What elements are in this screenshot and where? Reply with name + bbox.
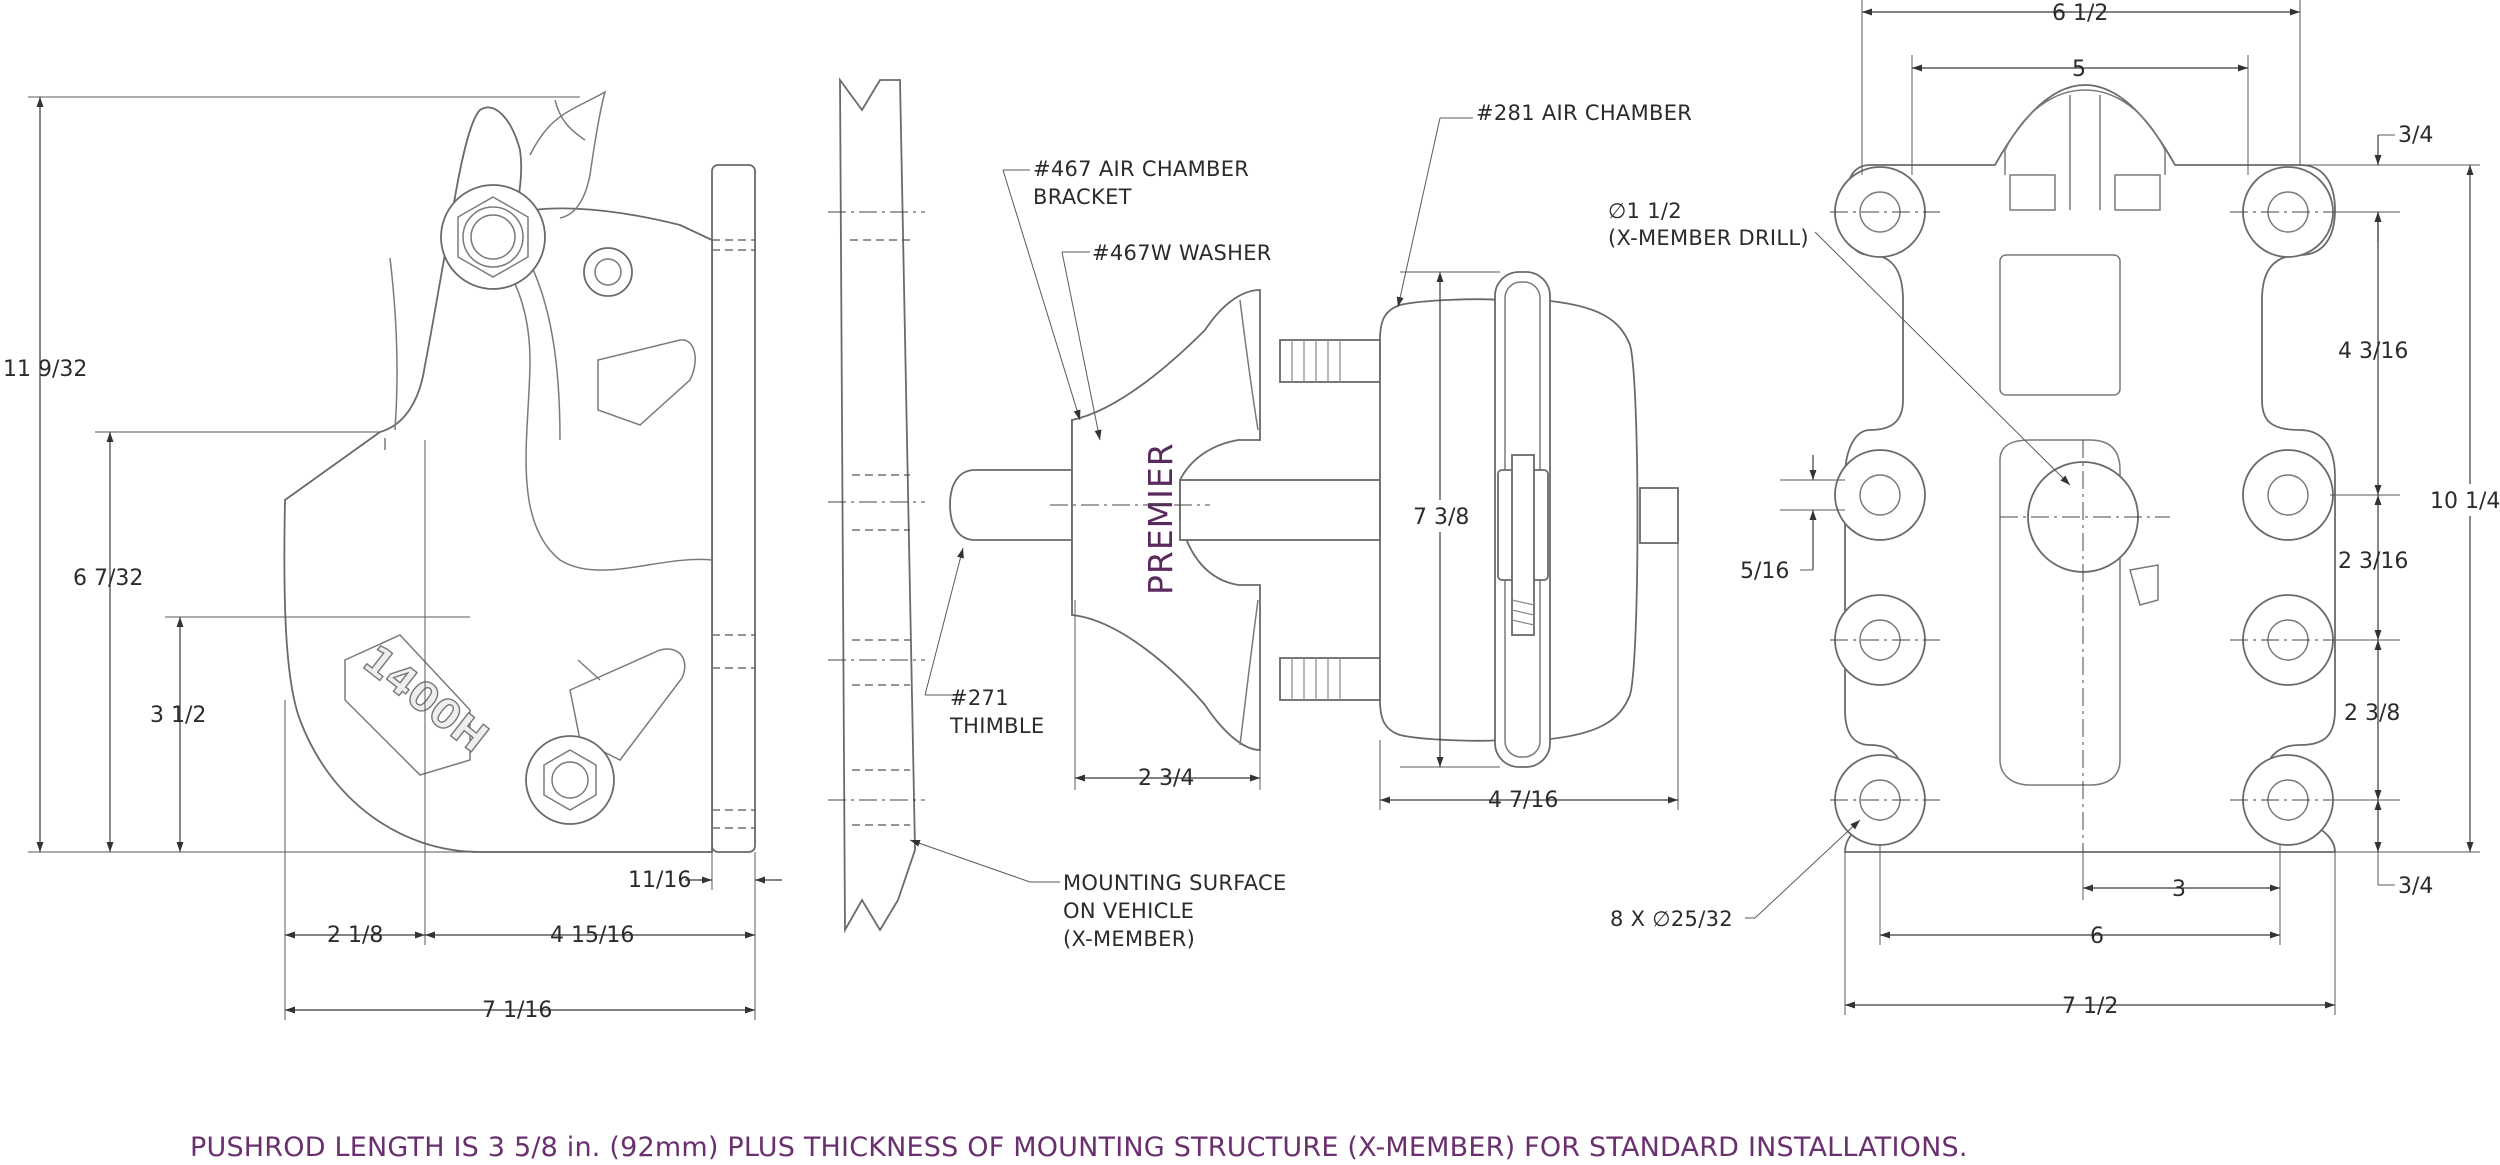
pushrod	[1179, 479, 1381, 541]
dim-4-3-16: 4 3/16	[2338, 339, 2408, 364]
dim-3-4-top: 3/4	[2398, 123, 2433, 148]
rear-view	[1830, 84, 2340, 900]
dim-overall-length: 7 1/16	[482, 998, 552, 1023]
callout-mounting-line3: (X-MEMBER)	[1063, 927, 1195, 951]
lower-bolt	[525, 735, 615, 825]
x-member	[839, 77, 916, 934]
callout-air-chamber: #281 AIR CHAMBER	[1476, 101, 1692, 125]
dim-4-7-16: 4 7/16	[1488, 788, 1558, 813]
mounting-plate	[711, 164, 756, 853]
callout-washer: #467W WASHER	[1092, 241, 1272, 265]
callout-holes: 8 X ∅25/32	[1610, 907, 1733, 931]
x-member-section	[828, 77, 925, 934]
dim-2-3-8: 2 3/8	[2344, 701, 2400, 726]
callout-bracket-line1: #467 AIR CHAMBER	[1033, 157, 1249, 181]
callout-mounting-line1: MOUNTING SURFACE	[1063, 871, 1287, 895]
dim-7-1-2: 7 1/2	[2062, 994, 2118, 1019]
dim-6-1-2: 6 1/2	[2052, 1, 2108, 26]
air-chamber-assembly: PREMIER	[949, 271, 1679, 768]
dim-overall-height: 11 9/32	[3, 357, 87, 382]
thimble	[949, 469, 1076, 541]
callout-thimble-line1: #271	[950, 686, 1009, 710]
callout-thimble-line2: THIMBLE	[949, 714, 1044, 738]
dim-6: 6	[2090, 924, 2104, 949]
dim-plate-thickness: 11/16	[628, 868, 691, 893]
dim-2-3-16-label: 2 3/16	[2338, 549, 2408, 574]
dim-throat-height: 3 1/2	[150, 703, 206, 728]
callout-drill-line2: (X-MEMBER DRILL)	[1608, 226, 1809, 250]
dim-2-1-8: 2 1/8	[327, 923, 383, 948]
dim-10-1-4: 10 1/4	[2430, 489, 2500, 514]
brand-marking: PREMIER	[1141, 442, 1180, 595]
rear-view-dimensions: 6 1/2 5 3/4 4 3/16 2 3/16 2 3/8 3/4 10 1…	[1608, 0, 2500, 1019]
dim-3-4-bottom: 3/4	[2398, 874, 2433, 899]
callout-mounting-line2: ON VEHICLE	[1063, 899, 1194, 923]
side-view-dimensions: 11 9/32 6 7/32 3 1/2 11/16 2 1/8 4 15/16…	[3, 96, 782, 1023]
dim-5: 5	[2072, 57, 2086, 82]
air-chamber-dimensions: 2 3/4 4 7/16 7 3/8 #281 AIR CHAMBER #467…	[909, 101, 1692, 951]
pivot-bolt	[440, 184, 546, 290]
dim-4-15-16: 4 15/16	[550, 923, 634, 948]
dim-hook-height: 6 7/32	[73, 566, 143, 591]
footer-note: PUSHROD LENGTH IS 3 5/8 in. (92mm) PLUS …	[190, 1132, 1968, 1163]
dim-3: 3	[2172, 877, 2186, 902]
bolt-holes	[1834, 166, 2334, 846]
dim-7-3-8: 7 3/8	[1413, 505, 1469, 530]
callout-drill-line1: ∅1 1/2	[1608, 199, 1682, 223]
dim-5-16: 5/16	[1740, 559, 1789, 584]
dim-2-3-4: 2 3/4	[1138, 766, 1194, 791]
callout-bracket-line2: BRACKET	[1033, 185, 1132, 209]
side-view: 1400H	[283, 90, 756, 853]
